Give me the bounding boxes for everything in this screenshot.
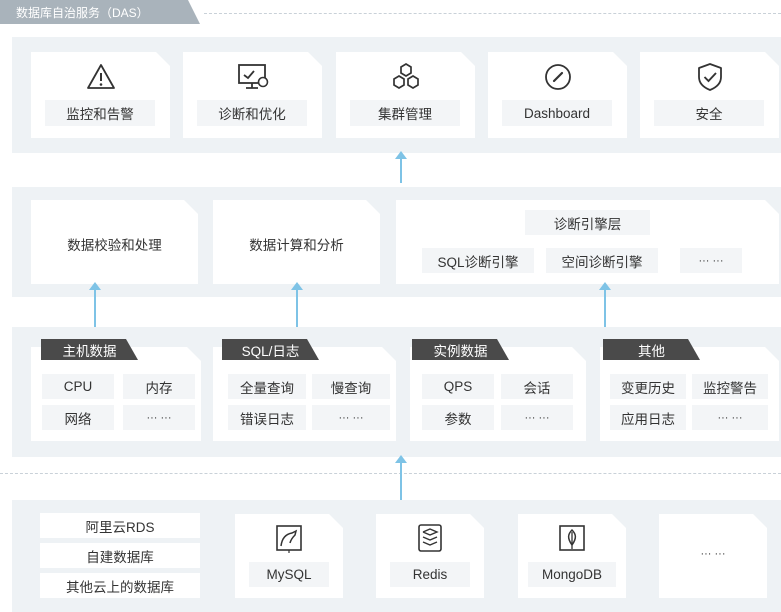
processing-card-data-check[interactable]: 数据校验和处理 [31,200,198,284]
engine-more: ··· ··· [680,248,742,273]
arrow-up-data-check [89,282,101,327]
app-card-cluster[interactable]: 集群管理 [336,52,475,138]
data-group-other-header: 其他 [603,339,700,360]
db-card-mysql[interactable]: MySQL [235,514,343,598]
source-self-built: 自建数据库 [40,543,200,568]
app-card-monitor-alert[interactable]: 监控和告警 [31,52,170,138]
data-item: 变更历史 [610,374,686,399]
app-card-diagnose-optimize[interactable]: 诊断和优化 [183,52,322,138]
data-item: CPU [42,374,114,399]
app-card-dashboard[interactable]: Dashboard [488,52,627,138]
processing-card-data-compute[interactable]: 数据计算和分析 [213,200,380,284]
mysql-dolphin-icon [273,522,305,554]
data-item: QPS [422,374,494,399]
arrow-up-data-compute [291,282,303,327]
arrow-up-engine [599,282,611,327]
db-label-mongodb: MongoDB [528,562,616,587]
app-card-security[interactable]: 安全 [640,52,779,138]
db-label-mysql: MySQL [249,562,329,587]
engine-sql-diagnosis: SQL诊断引擎 [422,248,534,273]
data-item: 错误日志 [228,405,306,430]
title-tab-label: 数据库自治服务（DAS） [16,5,149,20]
db-card-redis[interactable]: Redis [376,514,484,598]
data-item: ··· ··· [123,405,195,430]
data-group-host-header: 主机数据 [41,339,138,360]
arrow-up-to-application [395,151,407,183]
data-item: ··· ··· [692,405,768,430]
data-item: 参数 [422,405,494,430]
data-item: ··· ··· [501,405,573,430]
data-item: 全量查询 [228,374,306,399]
warning-icon [86,62,116,92]
data-group-instance-header: 实例数据 [412,339,509,360]
title-tab: 数据库自治服务（DAS） [0,0,200,24]
db-more-label: ··· ··· [700,548,726,560]
app-label-cluster: 集群管理 [350,100,460,126]
source-aliyun-rds: 阿里云RDS [40,513,200,538]
app-label-monitor-alert: 监控和告警 [45,100,155,126]
shield-check-icon [695,61,725,93]
diagnosis-engine-layer[interactable]: 诊断引擎层 SQL诊断引擎 空间诊断引擎 ··· ··· [396,200,779,284]
data-item: 监控警告 [692,374,768,399]
db-card-mongodb[interactable]: MongoDB [518,514,626,598]
gauge-icon [543,62,573,92]
app-label-security: 安全 [654,100,764,126]
data-item: 内存 [123,374,195,399]
app-label-diagnose-optimize: 诊断和优化 [197,100,307,126]
data-item: 会话 [501,374,573,399]
data-item: 应用日志 [610,405,686,430]
data-item: 慢查询 [312,374,390,399]
monitor-diagnose-icon [236,62,270,92]
arrow-up-from-sources [395,455,407,500]
app-label-dashboard: Dashboard [502,100,612,126]
data-group-sql-log-header: SQL/日志 [222,339,319,360]
redis-stack-icon [414,522,446,554]
data-compute-label: 数据计算和分析 [249,238,344,253]
source-other-cloud: 其他云上的数据库 [40,573,200,598]
title-divider [204,13,781,14]
db-card-more[interactable]: ··· ··· [659,514,767,598]
data-check-label: 数据校验和处理 [67,238,162,253]
mongodb-leaf-icon [556,522,588,554]
engine-layer-title: 诊断引擎层 [525,210,650,235]
db-label-redis: Redis [390,562,470,587]
layer-divider [0,473,781,474]
cluster-hexagon-icon [390,61,422,93]
engine-space-diagnosis: 空间诊断引擎 [546,248,658,273]
data-item: 网络 [42,405,114,430]
data-item: ··· ··· [312,405,390,430]
